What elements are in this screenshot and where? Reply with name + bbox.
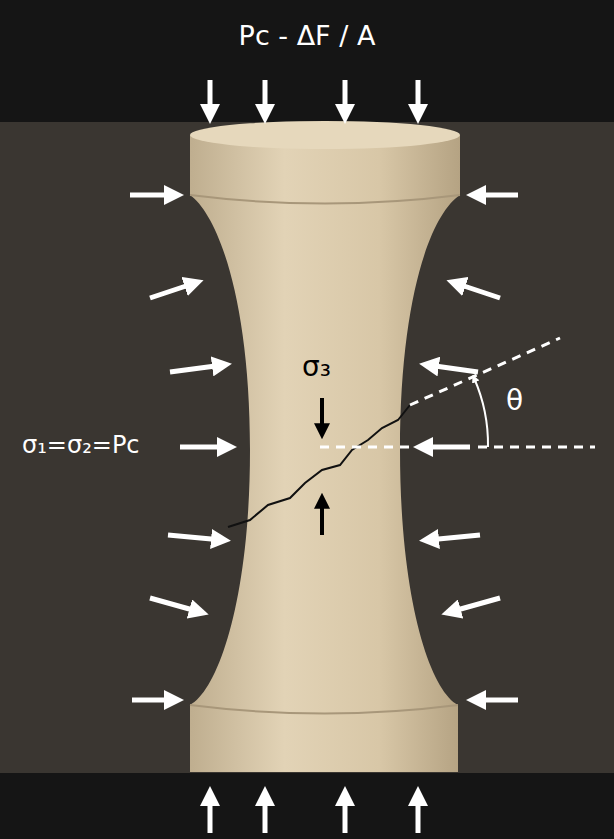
fracture — [228, 405, 410, 527]
confining-pressure-label: σ₁=σ₂=Pc — [22, 432, 140, 458]
angle-guides — [320, 338, 595, 447]
angle-symbol: θ — [506, 386, 523, 417]
platen-band: Pc - ΔF / A — [0, 8, 614, 64]
rock-specimen — [190, 135, 460, 772]
top-platen — [0, 0, 614, 122]
load-label: Pc - ΔF / A — [239, 21, 376, 51]
sigma3-arrows — [320, 398, 324, 535]
angle-arc — [474, 378, 488, 447]
axial-arrows — [210, 80, 418, 833]
specimen-top — [190, 121, 460, 149]
stress-symbol: σ₃ — [302, 352, 331, 383]
confining-arrows — [130, 195, 518, 700]
bottom-platen — [0, 773, 614, 839]
